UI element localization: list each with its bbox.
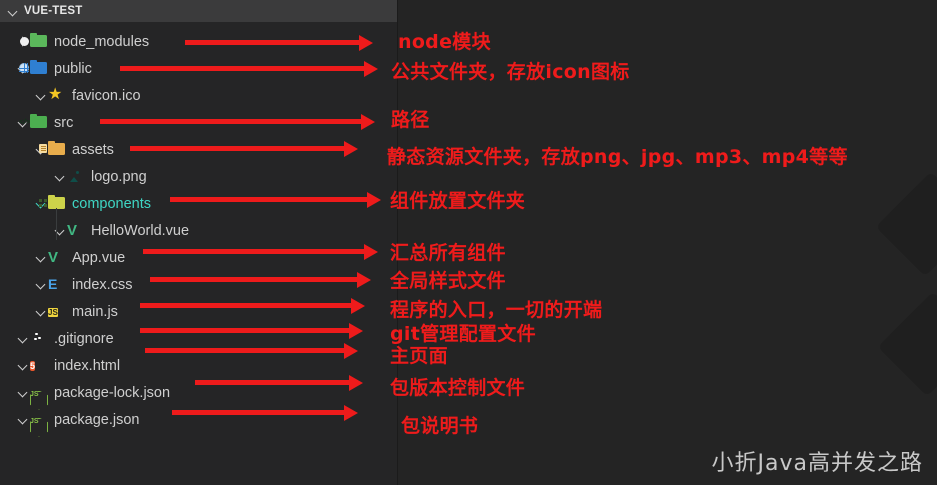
tree-item-label: src: [54, 114, 74, 131]
explorer-section-header[interactable]: VUE-TEST: [0, 0, 397, 22]
star-icon: ★: [48, 85, 63, 103]
annotation-text-components: 组件放置文件夹: [390, 190, 526, 212]
tree-indent-spacer: [34, 278, 48, 292]
tree-item-label: assets: [72, 141, 114, 158]
watermark: 小折Java高并发之路: [711, 451, 923, 476]
annotation-text-src: 路径: [391, 109, 430, 131]
html-file-icon: 5: [30, 360, 36, 371]
chevron-down-icon[interactable]: [6, 4, 20, 18]
image-file-icon: [67, 168, 85, 186]
tree-item-label: components: [72, 195, 151, 212]
tree-item-public[interactable]: public: [0, 55, 397, 82]
annotation-text-main-js: 程序的入口，一切的开端: [390, 299, 603, 321]
folder-node-modules-icon: [20, 32, 48, 51]
annotation-text-assets: 静态资源文件夹，存放png、jpg、mp3、mp4等等: [387, 146, 848, 168]
folder-public-icon: [19, 59, 48, 78]
tree-item-label: node_modules: [54, 33, 150, 50]
tree-indent-spacer: [16, 413, 30, 427]
tree-item-index-html[interactable]: 5 index.html: [0, 352, 397, 379]
git-file-icon: [30, 330, 48, 348]
tree-item-label: .gitignore: [54, 330, 114, 347]
tree-indent-spacer: [16, 332, 30, 346]
annotation-text-app-vue: 汇总所有组件: [390, 242, 506, 264]
tree-indent-spacer: [16, 359, 30, 373]
tree-item-app-vue[interactable]: V App.vue: [0, 244, 397, 271]
nodejs-file-icon: JS: [30, 417, 39, 425]
css-file-icon: E: [48, 275, 58, 292]
vue-file-icon: V: [67, 221, 78, 239]
annotation-text--gitignore: git管理配置文件: [390, 323, 536, 345]
tree-item-label: package.json: [54, 411, 140, 428]
annotation-text-index-html: 主页面: [390, 345, 448, 367]
tree-item-label: public: [54, 60, 92, 77]
tree-indent-spacer: [34, 305, 48, 319]
background-shape-1: [875, 171, 937, 277]
tree-item-components[interactable]: components: [0, 190, 397, 217]
tree-item-helloworld-vue[interactable]: V HelloWorld.vue: [0, 217, 397, 244]
tree-indent-spacer: [53, 170, 67, 184]
tree-item-src[interactable]: </> src: [0, 109, 397, 136]
folder-assets-icon: [39, 140, 66, 159]
annotation-text-package-json: 包说明书: [401, 415, 479, 437]
nodejs-file-icon: JS: [30, 390, 39, 398]
background-shape-2: [877, 291, 937, 397]
tree-item-node-modules[interactable]: node_modules: [0, 28, 397, 55]
tree-item-package-lock-json[interactable]: JS package-lock.json: [0, 379, 397, 406]
tree-item-label: App.vue: [72, 249, 126, 266]
tree-indent-spacer: [34, 251, 48, 265]
vue-file-icon: V: [48, 248, 59, 266]
tree-item-package-json[interactable]: JS package.json: [0, 406, 397, 433]
tree-item-main-js[interactable]: JS main.js: [0, 298, 397, 325]
tree-indent-spacer: [16, 386, 30, 400]
folder-components-icon: [39, 194, 66, 213]
tree-item-label: index.css: [72, 276, 133, 293]
folder-src-icon: </>: [19, 113, 48, 132]
tree-indent-spacer: [34, 89, 48, 103]
annotation-text-index-css: 全局样式文件: [390, 270, 506, 292]
tree-item-label: index.html: [54, 357, 121, 374]
annotation-text-package-lock-json: 包版本控制文件: [390, 377, 526, 399]
tree-item-label: package-lock.json: [54, 384, 171, 401]
tree-item-label: favicon.ico: [72, 87, 141, 104]
tree-item-label: main.js: [72, 303, 118, 320]
tree-indent-guide: [56, 208, 57, 240]
tree-item-favicon-ico[interactable]: ★ favicon.ico: [0, 82, 397, 109]
tree-item--gitignore[interactable]: .gitignore: [0, 325, 397, 352]
tree-item-logo-png[interactable]: logo.png: [0, 163, 397, 190]
annotation-text-public: 公共文件夹，存放icon图标: [391, 61, 630, 83]
tree-item-label: logo.png: [91, 168, 147, 185]
js-file-icon: JS: [48, 307, 58, 317]
tree-item-assets[interactable]: assets: [0, 136, 397, 163]
tree-item-label: HelloWorld.vue: [91, 222, 190, 239]
explorer-title: VUE-TEST: [24, 5, 83, 17]
annotation-text-node-modules: node模块: [398, 31, 491, 53]
